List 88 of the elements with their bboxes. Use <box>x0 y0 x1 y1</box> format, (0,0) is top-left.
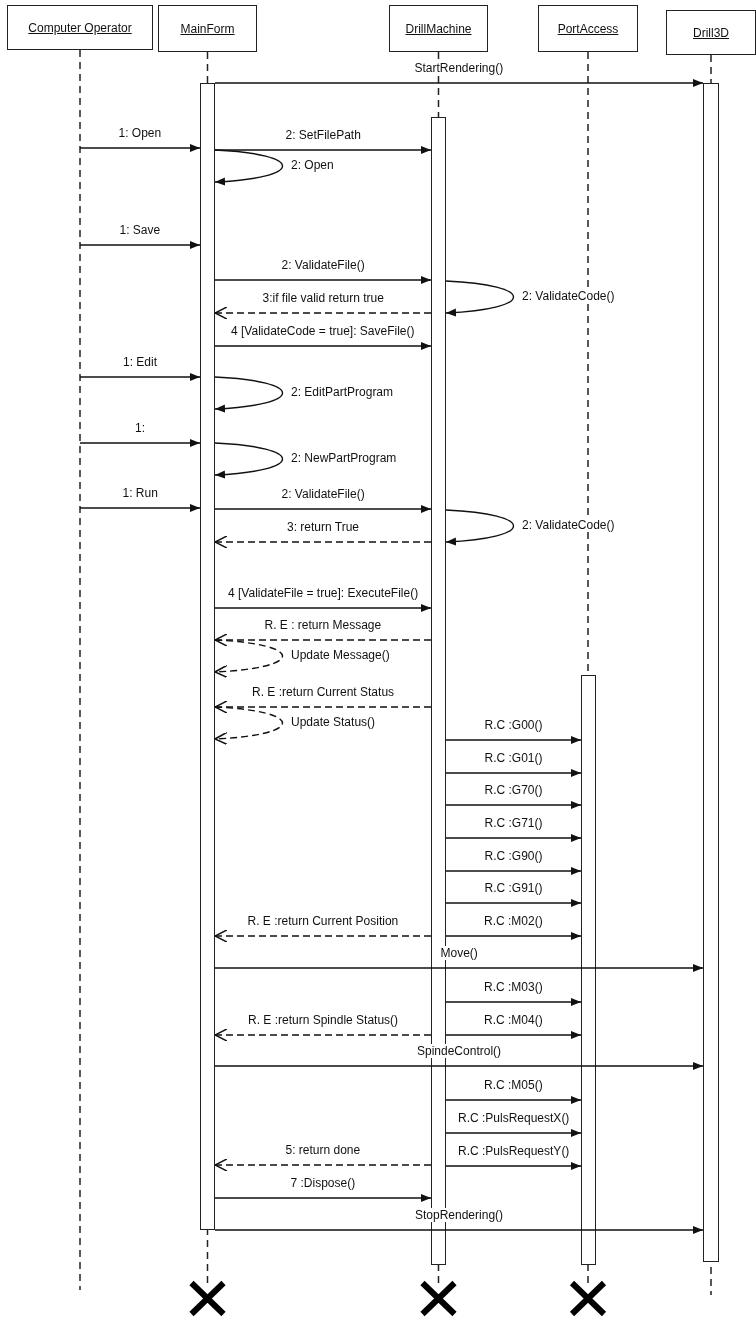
message-arrow <box>445 1162 582 1170</box>
message-arrow <box>214 964 704 972</box>
message-label: 1: Run <box>121 486 159 500</box>
message-label: 1: <box>134 421 146 435</box>
message-label: R. E :return Spindle Status() <box>247 1013 400 1027</box>
message-arrow <box>445 801 582 809</box>
message-arrow <box>445 1096 582 1104</box>
message-label: R.C :M05() <box>483 1078 544 1092</box>
message-arrow <box>79 439 201 447</box>
self-message-arrow <box>214 149 284 186</box>
message-label: 4 [ValidateFile = true]: ExecuteFile() <box>227 586 420 600</box>
return-arrow <box>214 306 432 320</box>
message-label: 2: ValidateCode() <box>521 289 616 303</box>
return-arrow <box>214 1028 432 1042</box>
message-label: 4 [ValidateCode = true]: SaveFile() <box>230 324 416 338</box>
message-label: SpindeControl() <box>416 1044 503 1058</box>
message-label: 2: ValidateCode() <box>521 518 616 532</box>
message-arrow <box>214 1226 704 1234</box>
message-arrow <box>79 373 201 381</box>
message-arrow <box>79 504 201 512</box>
message-label: StartRendering() <box>413 61 505 75</box>
message-label: R.C :G70() <box>483 783 544 797</box>
message-label: 2: ValidateFile() <box>280 487 366 501</box>
message-arrow <box>445 1129 582 1137</box>
message-arrow <box>445 769 582 777</box>
message-label: Update Status() <box>290 715 377 729</box>
message-label: 2: Open <box>290 158 335 172</box>
message-arrow <box>214 79 704 87</box>
message-arrow <box>214 276 432 284</box>
object-box: PortAccess <box>538 5 638 52</box>
message-arrow <box>79 144 201 152</box>
message-label: Update Message() <box>290 648 391 662</box>
message-label: 1: Open <box>117 126 163 140</box>
message-label: 7 :Dispose() <box>289 1176 357 1190</box>
message-label: 1: Save <box>118 223 162 237</box>
object-box: Drill3D <box>666 10 756 55</box>
message-arrow <box>445 867 582 875</box>
message-label: R.C :G91() <box>483 881 544 895</box>
message-label: 2: EditPartProgram <box>290 385 395 399</box>
message-label: R.C :PulsRequestX() <box>457 1111 571 1125</box>
message-label: StopRendering() <box>414 1208 505 1222</box>
message-label: R. E :return Current Position <box>246 914 400 928</box>
message-label: R.C :M02() <box>483 914 544 928</box>
message-label: R.C :G71() <box>483 816 544 830</box>
message-arrow <box>214 604 432 612</box>
return-arrow <box>214 1158 432 1172</box>
message-arrow <box>214 342 432 350</box>
object-box: MainForm <box>158 5 257 52</box>
self-message-arrow <box>214 376 284 413</box>
self-message-arrow <box>214 442 284 479</box>
message-label: R.C :PulsRequestY() <box>457 1144 571 1158</box>
message-arrow <box>79 241 201 249</box>
message-label: R.C :M04() <box>483 1013 544 1027</box>
self-message-arrow <box>445 509 515 546</box>
message-label: Move() <box>439 946 479 960</box>
message-label: 2: NewPartProgram <box>290 451 398 465</box>
message-label: 3:if file valid return true <box>261 291 385 305</box>
message-arrow <box>214 505 432 513</box>
return-arrow <box>214 929 432 943</box>
activation-bar <box>703 83 719 1262</box>
message-arrow <box>445 899 582 907</box>
message-label: R.C :M03() <box>483 980 544 994</box>
message-label: 5: return done <box>284 1143 362 1157</box>
message-label: 1: Edit <box>122 355 159 369</box>
message-arrow <box>445 736 582 744</box>
self-message-arrow <box>445 280 515 317</box>
message-label: R.C :G01() <box>483 751 544 765</box>
message-label: 3: return True <box>286 520 361 534</box>
message-arrow <box>445 834 582 842</box>
self-message-arrow <box>214 639 284 678</box>
activation-bar <box>581 675 596 1265</box>
message-arrow <box>214 1194 432 1202</box>
return-arrow <box>214 535 432 549</box>
message-label: R. E :return Current Status <box>251 685 396 699</box>
message-arrow <box>214 1062 704 1070</box>
message-arrow <box>445 932 582 940</box>
message-label: 2: SetFilePath <box>284 128 362 142</box>
object-box: Computer Operator <box>7 5 153 50</box>
object-box: DrillMachine <box>389 5 488 52</box>
return-arrow <box>214 700 432 714</box>
message-label: 2: ValidateFile() <box>280 258 366 272</box>
message-label: R.C :G00() <box>483 718 544 732</box>
return-arrow <box>214 633 432 647</box>
message-label: R.C :G90() <box>483 849 544 863</box>
self-message-arrow <box>214 706 284 745</box>
message-label: R. E : return Message <box>263 618 383 632</box>
message-arrow <box>445 1031 582 1039</box>
message-arrow <box>445 998 582 1006</box>
